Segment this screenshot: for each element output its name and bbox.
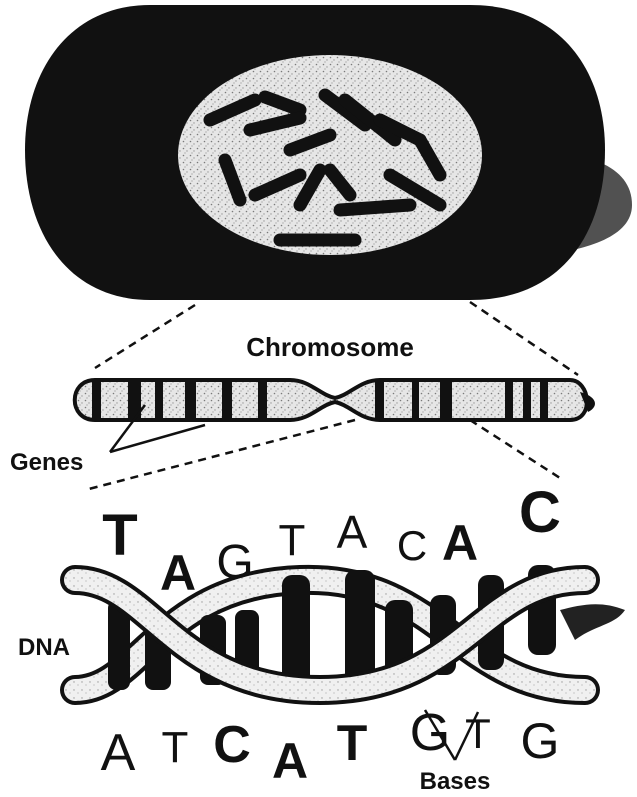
top-base-5: A <box>337 506 368 558</box>
bases-label: Bases <box>420 768 491 795</box>
bottom-base-6: G <box>410 704 450 762</box>
top-base-3: G <box>216 536 253 589</box>
chromosome <box>75 380 595 420</box>
chromosome-label: Chromosome <box>246 332 414 362</box>
top-base-6: C <box>397 522 427 569</box>
top-base-4: T <box>279 516 306 565</box>
bottom-base-4: A <box>272 733 308 789</box>
bottom-base-2: T <box>162 723 189 772</box>
top-base-1: T <box>102 503 137 568</box>
genes-label: Genes <box>10 449 83 476</box>
bottom-base-5: T <box>337 715 368 771</box>
bottom-bases: ATCATGTG <box>101 704 560 789</box>
bottom-base-3: C <box>213 716 251 774</box>
bottom-base-8: G <box>521 713 560 769</box>
top-base-2: A <box>160 545 196 601</box>
dna-strand-tail <box>560 604 625 640</box>
cell <box>25 5 632 300</box>
top-base-8: C <box>519 480 561 545</box>
bottom-base-1: A <box>101 724 136 782</box>
zoom-lines-chromosome <box>85 420 560 490</box>
dna-label: DNA <box>18 634 70 661</box>
dna-helix <box>75 565 625 690</box>
top-base-7: A <box>442 515 478 571</box>
